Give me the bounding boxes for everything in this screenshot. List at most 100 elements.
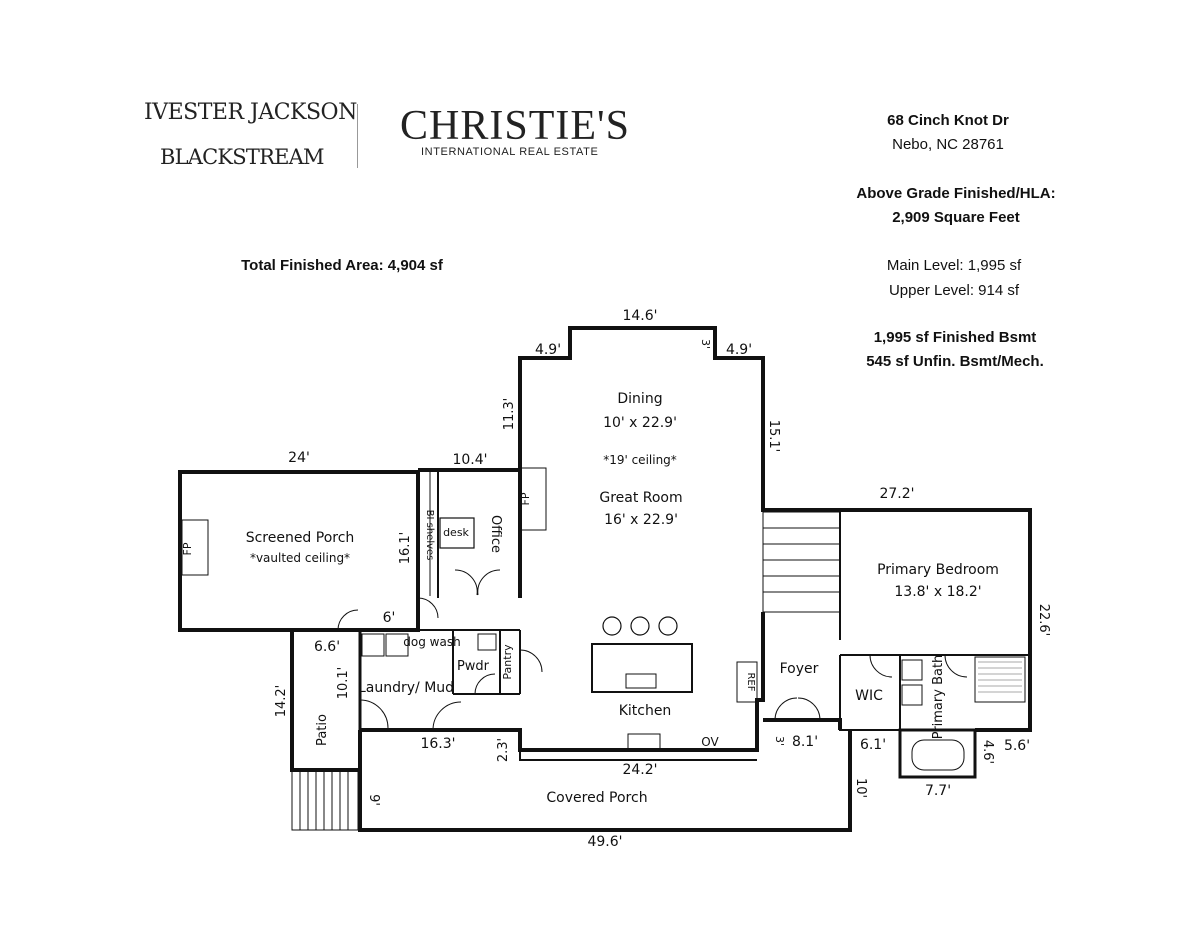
bath-sink-bottom (901, 684, 923, 706)
fp-porch-label: FP (181, 542, 194, 555)
kitchen-bottom-wall (519, 750, 757, 761)
pwdr-door (474, 673, 496, 695)
wic-door (869, 654, 893, 678)
oven-label: OV (701, 735, 719, 749)
dim-4-9-right: 4.9' (726, 342, 752, 358)
screened-porch-note: *vaulted ceiling* (250, 551, 350, 565)
office-label: Office (488, 515, 503, 553)
dim-8-1: 8.1' (792, 734, 818, 750)
pantry-label: Pantry (501, 644, 514, 680)
dim-5-6: 5.6' (1004, 738, 1030, 754)
dryer (385, 633, 409, 657)
kitchen-label: Kitchen (619, 703, 672, 719)
stairs (762, 511, 841, 613)
stool-1 (602, 616, 622, 636)
pwdr-sink (477, 633, 497, 651)
dim-6-1: 6.1' (860, 737, 886, 753)
pantry-door (519, 649, 543, 673)
dim-49-6: 49.6' (587, 834, 622, 850)
ivester-jackson-logo: IVESTER JACKSON (144, 100, 357, 125)
porch-door (337, 609, 359, 631)
stool-3 (658, 616, 678, 636)
desk (439, 517, 475, 549)
above-grade-label: Above Grade Finished/HLA: (856, 185, 1056, 202)
range (627, 733, 661, 751)
exterior-wall-dining (518, 326, 840, 512)
dim-24: 24' (288, 450, 310, 466)
foyer-wall (763, 718, 842, 730)
bath-door (944, 654, 968, 678)
patio-label: Patio (315, 714, 330, 746)
dim-15-1: 15.1' (766, 420, 781, 453)
dining-dimensions: 10' x 22.9' (603, 415, 677, 431)
christies-subtitle: INTERNATIONAL REAL ESTATE (421, 146, 599, 158)
laundry-door (359, 699, 389, 729)
dim-16-3: 16.3' (420, 736, 455, 752)
kitchen-right-wall (360, 612, 765, 752)
above-grade-sqft: 2,909 Square Feet (892, 209, 1020, 226)
dim-6-6: 6.6' (314, 639, 340, 655)
ref-label: REF (745, 672, 756, 691)
dim-7-7: 7.7' (925, 783, 951, 799)
fridge (736, 661, 758, 703)
screened-porch-wall (178, 470, 420, 632)
dim-24-2: 24.2' (622, 762, 657, 778)
patio-steps (291, 769, 359, 831)
dim-10-1: 10.1' (336, 667, 351, 700)
upper-level-sf: Upper Level: 914 sf (888, 282, 1020, 299)
dim-11-3: 11.3' (502, 398, 517, 431)
primary-bath-label: Primary Bath (931, 655, 946, 740)
shower (974, 656, 1026, 703)
wic-label: WIC (855, 688, 883, 704)
primary-bedroom-wall (840, 508, 1032, 732)
address-city: Nebo, NC 28761 (892, 136, 1004, 153)
dim-6: 6' (383, 610, 396, 626)
dim-10-4: 10.4' (452, 452, 487, 468)
screened-porch-label: Screened Porch (246, 530, 355, 546)
dim-4-9-left: 4.9' (535, 342, 561, 358)
dim-22-6: 22.6' (1036, 604, 1051, 637)
tub (911, 739, 965, 771)
fp-great-room (519, 467, 547, 531)
dim-4-6: 4.6' (980, 740, 995, 764)
kitchen-island (591, 643, 693, 693)
pwdr-label: Pwdr (457, 659, 490, 674)
total-finished-area: Total Finished Area: 4,904 sf (241, 257, 443, 274)
main-level-sf: Main Level: 1,995 sf (886, 257, 1022, 274)
blackstream-logo: BLACKSTREAM (160, 145, 325, 169)
dim-14-6: 14.6' (622, 308, 657, 324)
dim-3-top: 3' (699, 339, 712, 349)
mud-door (432, 701, 462, 731)
foyer-label: Foyer (780, 661, 819, 677)
office-door (454, 569, 501, 596)
office-hall-door (417, 597, 439, 619)
great-room-dimensions: 16' x 22.9' (604, 512, 678, 528)
logo-divider (357, 104, 358, 168)
shower-pattern (978, 661, 1022, 693)
dim-16-1: 16.1' (398, 532, 413, 565)
dim-9: 9' (366, 794, 381, 806)
covered-porch-wall (358, 730, 852, 832)
dim-3-bottom: 3' (773, 736, 786, 746)
bi-shelves-label: BI shelves (424, 510, 435, 561)
washer (361, 633, 385, 657)
primary-bedroom-dimensions: 13.8' x 18.2' (894, 584, 981, 600)
desk-label: desk (443, 526, 469, 539)
address-street: 68 Cinch Knot Dr (887, 112, 1009, 129)
fp-porch (181, 519, 209, 576)
great-room-label: Great Room (599, 490, 682, 506)
island-sink (625, 673, 657, 689)
primary-bath-wall (898, 728, 977, 779)
dim-27-2: 27.2' (879, 486, 914, 502)
stool-2 (630, 616, 650, 636)
dim-2-3: 2.3' (496, 738, 511, 762)
dog-wash-label: dog wash (403, 635, 460, 649)
covered-porch-label: Covered Porch (546, 790, 647, 806)
foyer-door (774, 697, 821, 721)
primary-bedroom-label: Primary Bedroom (877, 562, 999, 578)
fp-great-room-label: FP (519, 492, 532, 505)
laundry-label: Laundry/ Mud (358, 680, 454, 696)
unfinished-bsmt-sf: 545 sf Unfin. Bsmt/Mech. (866, 353, 1044, 370)
dim-14-2: 14.2' (274, 685, 289, 718)
